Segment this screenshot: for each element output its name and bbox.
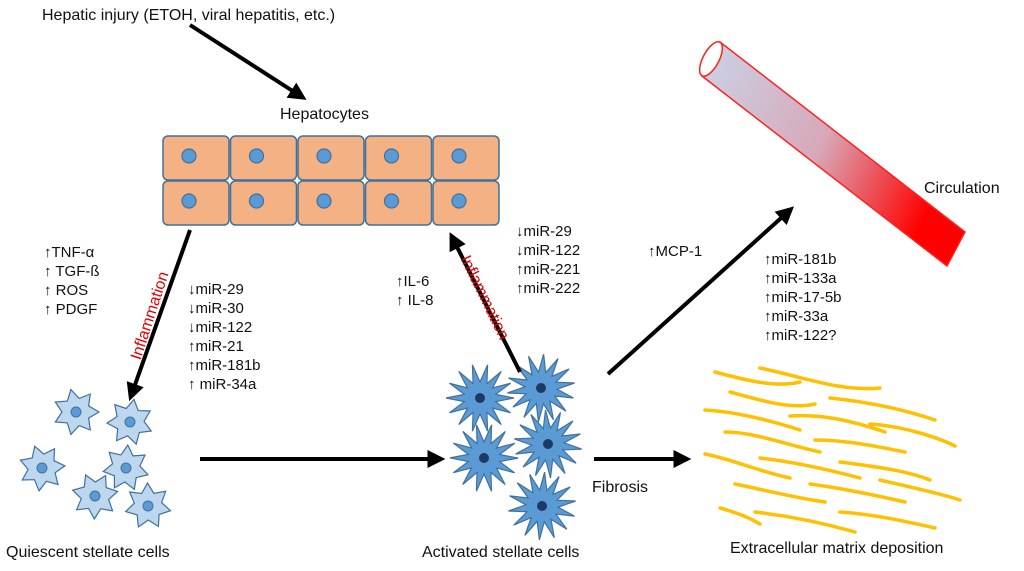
nucleus — [383, 193, 400, 209]
quiescent-cell — [105, 398, 153, 446]
list-item: ↓miR-29 — [516, 223, 572, 240]
quiescent-stellate-cells — [19, 388, 172, 528]
list-item: ↑miR-222 — [516, 280, 581, 297]
list-item: ↑ miR-34a — [188, 376, 257, 393]
hepatic-injury-label: Hepatic injury (ETOH, viral hepatitis, e… — [42, 7, 336, 24]
hepatocyte-cell — [229, 180, 298, 226]
list-item: ↑miR-181b — [764, 251, 837, 268]
list-item: ↑ PDGF — [44, 301, 98, 318]
blood-vessel — [698, 40, 966, 268]
arrow-activated-to-circulation — [606, 206, 795, 376]
nucleus — [316, 148, 332, 164]
list-item: ↓miR-122 — [516, 242, 581, 259]
hepatocyte-cell — [162, 180, 230, 226]
mcp1-label: ↑MCP-1 — [648, 243, 703, 260]
list-item: ↑miR-17-5b — [764, 289, 842, 306]
hepatocyte-cell — [229, 135, 298, 181]
list-item: ↑miR-33a — [764, 308, 829, 325]
activated-cell — [449, 424, 519, 492]
list-item: ↑miR-21 — [188, 338, 244, 355]
nucleus — [316, 193, 332, 209]
hepatocyte-cell — [364, 180, 433, 226]
nucleus — [451, 148, 467, 164]
mirs-hepatocyte-list: ↓miR-29 ↓miR-122 ↑miR-221 ↑miR-222 — [516, 222, 580, 298]
nucleus — [248, 193, 265, 209]
quiescent-cell — [102, 443, 150, 491]
list-item: ↓miR-122 — [188, 319, 253, 336]
circulation-label: Circulation — [924, 180, 1000, 197]
hepatocyte-cell — [432, 135, 500, 181]
quiescent-cell — [19, 445, 67, 492]
hepatocyte-cell — [364, 135, 433, 181]
arrow-activated-to-hepatocytes — [449, 232, 522, 373]
activated-cell — [508, 471, 576, 541]
hepatocytes-label: Hepatocytes — [280, 106, 369, 123]
activated-cell — [445, 364, 515, 432]
fibrosis-label: Fibrosis — [592, 479, 649, 496]
list-item: ↑TNF-α — [44, 244, 95, 261]
hepatocyte-cell — [297, 180, 365, 226]
list-item: ↑miR-122? — [764, 327, 837, 344]
list-item: ↑ IL-8 — [396, 292, 434, 309]
hepatocyte-cell — [432, 180, 500, 226]
cytokines-right-list: ↑IL-6 ↑ IL-8 — [396, 272, 434, 310]
quiescent-stellate-cells-label: Quiescent stellate cells — [6, 544, 170, 561]
hepatocyte-cell — [162, 135, 230, 181]
nucleus — [248, 148, 265, 164]
hepatocyte-cell — [297, 135, 365, 181]
ecm-fibers — [703, 366, 962, 534]
nucleus — [383, 148, 400, 164]
list-item: ↑miR-133a — [764, 270, 837, 287]
list-item: ↑IL-6 — [396, 273, 430, 290]
hepatocyte-grid — [162, 135, 500, 226]
ecm-deposition-label: Extracellular matrix deposition — [730, 540, 944, 557]
nucleus — [451, 193, 467, 209]
list-item: ↑miR-221 — [516, 261, 581, 278]
arrow-hepatocytes-to-quiescent — [126, 229, 192, 402]
nucleus — [181, 193, 197, 209]
cytokines-left-list: ↑TNF-α ↑ TGF-ß ↑ ROS ↑ PDGF — [44, 243, 100, 319]
list-item: ↑ ROS — [44, 282, 89, 299]
mirs-circulation-list: ↑miR-181b ↑miR-133a ↑miR-17-5b ↑miR-33a … — [764, 250, 842, 345]
mirs-quiescent-list: ↓miR-29 ↓miR-30 ↓miR-122 ↑miR-21 ↑miR-18… — [188, 280, 261, 394]
arrow-injury-to-hepatocytes — [188, 23, 307, 100]
activated-stellate-cells — [445, 353, 582, 541]
quiescent-cell — [124, 481, 172, 528]
quiescent-cell — [71, 473, 119, 521]
list-item: ↑ TGF-ß — [44, 263, 100, 280]
list-item: ↓miR-30 — [188, 300, 244, 317]
nucleus — [181, 148, 197, 164]
list-item: ↓miR-29 — [188, 281, 244, 298]
activated-cell — [514, 409, 582, 479]
quiescent-cell — [54, 388, 101, 436]
activated-cell — [507, 353, 575, 423]
list-item: ↑miR-181b — [188, 357, 261, 374]
arrows — [126, 23, 795, 468]
activated-stellate-cells-label: Activated stellate cells — [422, 544, 580, 561]
